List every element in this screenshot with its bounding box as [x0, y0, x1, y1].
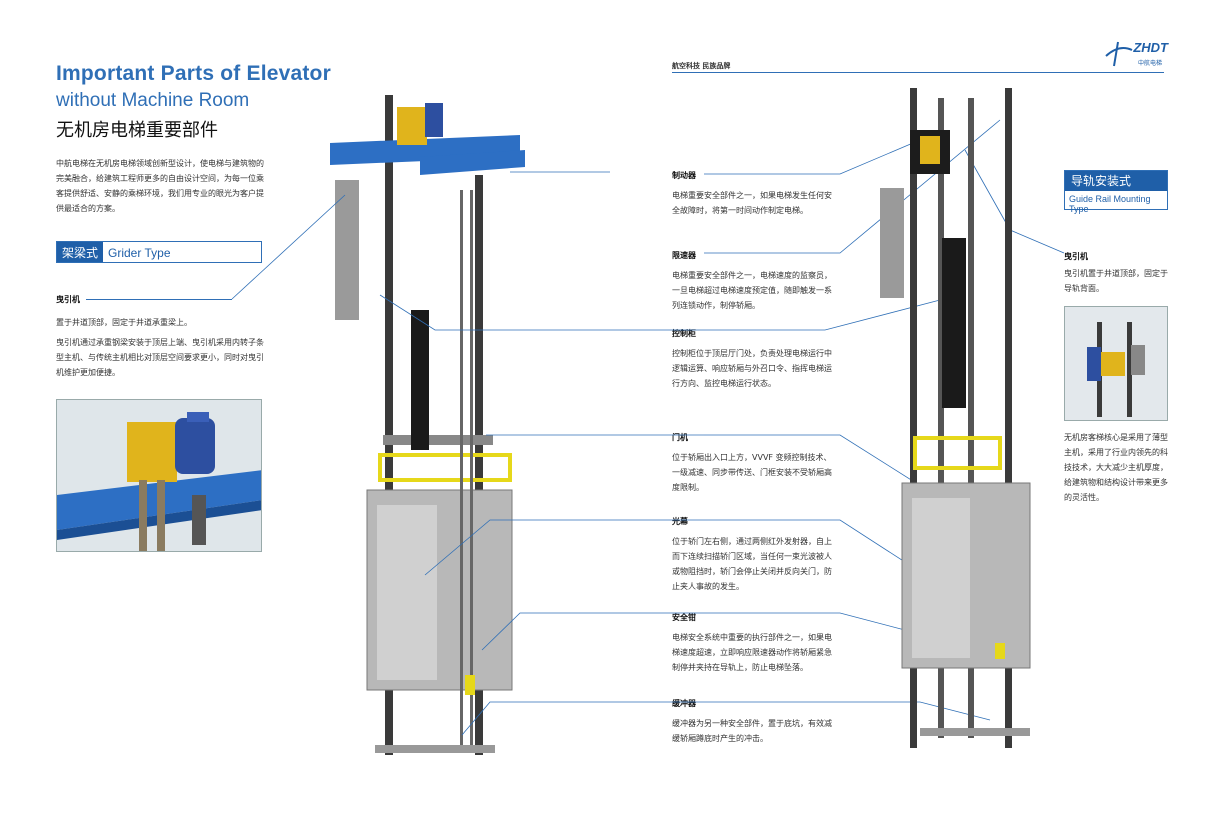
- part-label: 限速器: [672, 251, 696, 260]
- rail-type-cn: 导轨安装式: [1065, 171, 1167, 191]
- part-speed-governor: 限速器 电梯重要安全部件之一，电梯速度的监察员，一旦电梯超过电梯速度预定值，随即…: [672, 250, 837, 313]
- logo-mark-icon: [1105, 41, 1133, 67]
- brand-slogan: 航空科技 民族品牌: [672, 62, 731, 70]
- grider-type-en: Grider Type: [108, 246, 171, 260]
- intro-paragraph: 中航电梯在无机房电梯领域创新型设计，使电梯与建筑物的完美融合，给建筑工程师更多的…: [56, 159, 264, 213]
- part-light-curtain: 光幕 位于轿门左右侧，通过两侧红外发射器，自上而下连续扫描轿门区域，当任何一束光…: [672, 516, 837, 594]
- part-label: 控制柜: [672, 329, 696, 338]
- part-label: 门机: [672, 433, 688, 442]
- part-door-operator: 门机 位于轿厢出入口上方，VVVF 变频控制技术、一级减速、同步带传送、门框安装…: [672, 432, 837, 495]
- logo-cn: 中航电梯: [1137, 60, 1162, 67]
- part-text: 位于轿厢出入口上方，VVVF 变频控制技术、一级减速、同步带传送、门框安装不受轿…: [672, 453, 832, 492]
- part-control-cabinet: 控制柜 控制柜位于顶层厅门处，负责处理电梯运行中逻辑运算、响应轿厢与外召口令、指…: [672, 328, 837, 391]
- grider-type-badge: 架梁式 Grider Type: [56, 241, 262, 263]
- company-logo: ZHDT 中航电梯: [1104, 38, 1168, 72]
- left-traction-text-1: 置于井道顶部，固定于井道承重梁上。: [56, 318, 192, 327]
- left-traction-text-2: 曳引机通过承重钢梁安装于顶层上端、曳引机采用内转子条型主机、与传统主机相比对顶层…: [56, 338, 264, 377]
- title-english: Important Parts of Elevator: [56, 62, 331, 85]
- elevator-diagram-grider: [330, 95, 525, 755]
- brand-rule: [672, 72, 1164, 73]
- elevator-diagram-rail: [880, 88, 1031, 748]
- rail-type-badge: 导轨安装式 Guide Rail Mounting Type: [1064, 170, 1168, 214]
- grider-type-cn: 架梁式: [57, 242, 104, 262]
- part-brake: 制动器 电梯重要安全部件之一，如果电梯发生任何安全故障时，将第一时间动作制定电梯…: [672, 170, 837, 218]
- right-core-text: 无机房客梯核心是采用了薄型主机，采用了行业内领先的科技技术，大大减少主机厚度，给…: [1064, 433, 1168, 502]
- part-safety-gear: 安全钳 电梯安全系统中重要的执行部件之一，如果电梯速度超速，立即响应限速器动作将…: [672, 612, 837, 675]
- part-buffer: 缓冲器 缓冲器为另一种安全部件，置于底坑，有效减缓轿厢蹲底时产生的冲击。: [672, 698, 837, 746]
- part-text: 电梯重要安全部件之一，如果电梯发生任何安全故障时，将第一时间动作制定电梯。: [672, 191, 832, 215]
- right-traction-text: 曳引机置于井道顶部，固定于导轨背面。: [1064, 269, 1168, 293]
- title-chinese: 无机房电梯重要部件: [56, 120, 218, 141]
- part-label: 光幕: [672, 517, 688, 526]
- left-traction-label: 曳引机: [56, 295, 80, 304]
- logo-text: ZHDT: [1133, 40, 1168, 55]
- left-traction-rule: [86, 299, 232, 300]
- part-text: 电梯重要安全部件之一，电梯速度的监察员，一旦电梯超过电梯速度预定值，随即触发一系…: [672, 271, 832, 310]
- part-text: 电梯安全系统中重要的执行部件之一，如果电梯速度超速，立即响应限速器动作将轿厢紧急…: [672, 633, 832, 672]
- part-text: 位于轿门左右侧，通过两侧红外发射器，自上而下连续扫描轿门区域，当任何一束光波被人…: [672, 537, 832, 591]
- part-label: 制动器: [672, 171, 696, 180]
- right-traction-label: 曳引机: [1064, 252, 1088, 261]
- part-label: 缓冲器: [672, 699, 696, 708]
- part-label: 安全钳: [672, 613, 696, 622]
- part-text: 控制柜位于顶层厅门处，负责处理电梯运行中逻辑运算、响应轿厢与外召口令、指挥电梯运…: [672, 349, 832, 388]
- rail-machine-photo: [1064, 306, 1168, 421]
- traction-machine-photo: [56, 399, 262, 552]
- rail-type-en: Guide Rail Mounting Type: [1069, 194, 1151, 214]
- part-text: 缓冲器为另一种安全部件，置于底坑，有效减缓轿厢蹲底时产生的冲击。: [672, 719, 832, 743]
- subtitle-english: without Machine Room: [56, 90, 250, 111]
